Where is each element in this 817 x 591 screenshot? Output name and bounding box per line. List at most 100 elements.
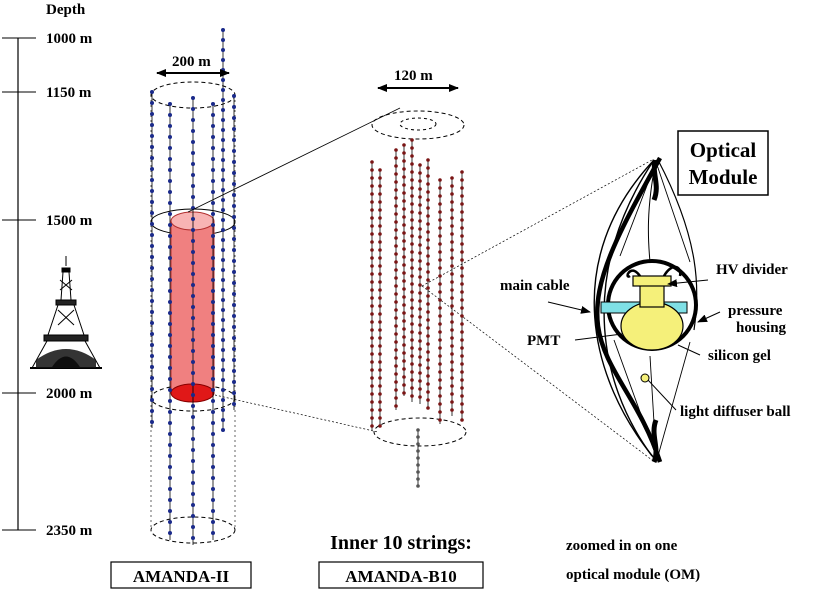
optical-module-dot	[232, 292, 236, 296]
optical-module-dot	[460, 194, 464, 198]
optical-module-dot	[370, 368, 374, 372]
optical-module-dot	[418, 251, 422, 255]
optical-module-dot	[168, 531, 172, 535]
optical-module-dot	[150, 398, 154, 402]
optical-module-dot	[221, 268, 225, 272]
optical-module-dot	[191, 195, 195, 199]
optical-module-dot	[394, 372, 398, 376]
optical-module-dot	[168, 476, 172, 480]
optical-module-dot	[426, 358, 430, 362]
optical-module-dot	[460, 266, 464, 270]
optical-module-dot	[402, 391, 406, 395]
optical-module-dot	[438, 266, 442, 270]
depth-tick-label: 2000 m	[46, 386, 93, 402]
optical-module-dot	[191, 514, 195, 518]
optical-module-dot	[460, 186, 464, 190]
optical-module-dot	[410, 170, 414, 174]
optical-module-dot	[394, 236, 398, 240]
optical-module-dot	[378, 368, 382, 372]
optical-module-dot	[426, 294, 430, 298]
optical-module-dot	[450, 336, 454, 340]
optical-module-dot	[416, 463, 420, 467]
optical-module-dot	[168, 102, 172, 106]
optical-module-dot	[394, 148, 398, 152]
optical-module-dot	[460, 314, 464, 318]
optical-module-dot	[221, 38, 225, 42]
optical-module-dot	[191, 107, 195, 111]
optical-module-dot	[191, 239, 195, 243]
optical-module-dot	[378, 384, 382, 388]
optical-module-dot	[191, 118, 195, 122]
optical-module-dot	[232, 369, 236, 373]
optical-module-dot	[410, 354, 414, 358]
optical-module-dot	[150, 123, 154, 127]
optical-module-dot	[211, 388, 215, 392]
optical-module-dot	[402, 367, 406, 371]
label-silicon-gel: silicon gel	[708, 348, 771, 364]
optical-module-dot	[410, 394, 414, 398]
pointer-line	[677, 344, 701, 356]
optical-module-dot	[438, 274, 442, 278]
optical-module-dot	[211, 179, 215, 183]
optical-module-dot	[211, 102, 215, 106]
optical-module-dot	[402, 255, 406, 259]
optical-module-dot	[211, 454, 215, 458]
optical-module-dot	[211, 135, 215, 139]
optical-module-dot	[378, 392, 382, 396]
optical-module-dot	[370, 416, 374, 420]
optical-module-dot	[232, 226, 236, 230]
optical-module-dot	[450, 176, 454, 180]
optical-module-dot	[378, 360, 382, 364]
optical-module-dot	[221, 338, 225, 342]
optical-module-dot	[221, 298, 225, 302]
optical-module-dot	[232, 237, 236, 241]
optical-module-dot	[378, 176, 382, 180]
optical-module-dot	[438, 322, 442, 326]
amanda-ii-name: AMANDA-II	[133, 567, 230, 586]
optical-module-dot	[211, 201, 215, 205]
optical-module-dot	[150, 420, 154, 424]
optical-module-dot	[232, 380, 236, 384]
optical-module-dot	[168, 333, 172, 337]
optical-module-dot	[460, 202, 464, 206]
optical-module-dot	[221, 148, 225, 152]
optical-module-dot	[211, 344, 215, 348]
pmt-neck	[639, 284, 665, 308]
optical-module-dot	[394, 332, 398, 336]
optical-module-dot	[410, 138, 414, 142]
optical-module-dot	[221, 88, 225, 92]
optical-module-dot	[426, 302, 430, 306]
optical-module-dot	[150, 266, 154, 270]
label-pressure-line2: housing	[736, 320, 787, 336]
optical-module-dot	[150, 112, 154, 116]
optical-module-dot	[378, 256, 382, 260]
optical-module-dot	[221, 428, 225, 432]
optical-module-dot	[221, 358, 225, 362]
amanda-b10-width-label: 120 m	[394, 68, 433, 84]
optical-module-dot	[168, 300, 172, 304]
om-caption-line2: optical module (OM)	[566, 567, 700, 583]
optical-module-dot	[402, 167, 406, 171]
optical-module-dot	[211, 278, 215, 282]
optical-module-dot	[460, 306, 464, 310]
optical-module-dot	[438, 234, 442, 238]
pointer-line	[574, 333, 623, 341]
optical-module-dot	[402, 335, 406, 339]
om-caption-line1: zoomed in on one	[566, 538, 678, 554]
optical-module-dot	[410, 234, 414, 238]
optical-module-dot	[232, 193, 236, 197]
optical-module-dot	[232, 248, 236, 252]
optical-module-dot	[426, 214, 430, 218]
optical-module-dot	[211, 190, 215, 194]
hv-cable	[626, 265, 682, 278]
amanda-b10-name: AMANDA-B10	[345, 567, 456, 586]
optical-module-dot	[410, 274, 414, 278]
optical-module-dot	[168, 432, 172, 436]
optical-module-dot	[426, 406, 430, 410]
optical-module-figure: Optical Module main cable HV divider pre…	[500, 130, 791, 463]
amanda-b10-heading: Inner 10 strings:	[330, 532, 472, 554]
optical-module-dot	[460, 210, 464, 214]
optical-module-dot	[191, 437, 195, 441]
optical-module-dot	[211, 300, 215, 304]
optical-module-dot	[168, 124, 172, 128]
